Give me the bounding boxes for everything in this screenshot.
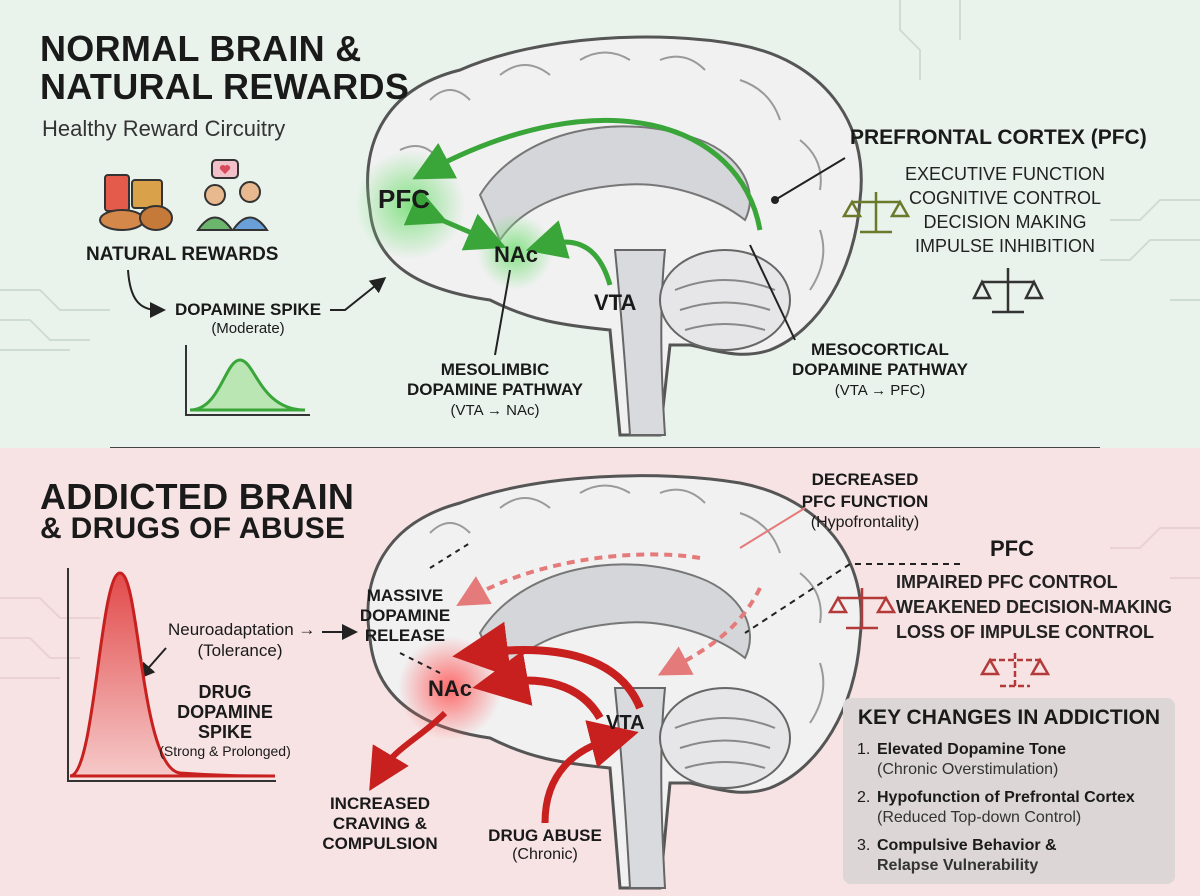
mesolimbic-pathway-arrow [525,220,613,286]
drug-spike-line2: DOPAMINE [177,702,273,722]
massive-line1: MASSIVE [366,586,444,605]
key-change-item: 3. Compulsive Behavior & Relapse Vulnerab… [857,836,1057,876]
addicted-vta-label: VTA [606,712,645,734]
key-change-heading: Hypofunction of Prefrontal Cortex [877,789,1135,806]
corpus-callosum [478,563,751,681]
circuit-decoration [0,527,1200,679]
decreased-note: (Hypofrontality) [810,514,920,531]
massive-release-arrow [452,621,644,710]
neuroadaptation-label: Neuroadaptation → [168,620,316,639]
dopamine-curve-icon [185,345,310,416]
circuit-decoration [0,0,1200,351]
normal-brain-panel: NORMAL BRAIN & NATURAL REWARDS Healthy R… [0,0,1200,448]
drug-abuse-arrow [541,720,639,824]
key-change-item: 1. Elevated Dopamine Tone (Chronic Overst… [857,740,1066,780]
social-connection-icon [196,159,269,231]
cerebellum [659,687,791,789]
drug-spike-note: (Strong & Prolonged) [159,743,291,759]
key-change-detail: (Reduced Top-down Control) [877,809,1082,826]
drug-spike-curve-icon [67,568,276,782]
normal-brain-graphics [0,0,1200,437]
normal-title-line1: NORMAL BRAIN & [40,28,362,69]
natural-rewards-label: NATURAL REWARDS [86,244,279,265]
pfc-label: PFC [378,184,430,214]
dopamine-spike-note: (Moderate) [211,320,285,337]
key-change-number: 1. [857,741,871,758]
key-change-detail: (Chronic Overstimulation) [877,761,1059,778]
pfc-impairment-item: LOSS OF IMPULSE CONTROL [896,622,1155,642]
mesolimbic-label-line1: MESOLIMBIC [440,360,550,379]
massive-release-arrow [472,650,604,721]
pfc-function-item: EXECUTIVE FUNCTION [904,164,1105,184]
key-change-number: 3. [857,837,871,854]
pfc-function-item: DECISION MAKING [923,212,1087,232]
dopamine-spike-label: DOPAMINE SPIKE [174,300,322,319]
natural-rewards-connector [127,269,166,318]
pfc-heading: PREFRONTAL CORTEX (PFC) [850,126,1147,149]
pfc-dashed-connector [744,563,960,634]
key-changes-title: KEY CHANGES IN ADDICTION [857,706,1161,729]
mesolimbic-label-line2: DOPAMINE PATHWAY [407,380,583,399]
craving-line2: CRAVING & [332,814,428,833]
food-drink-icon [99,174,173,231]
pfc-function-item: COGNITIVE CONTROL [908,188,1101,208]
brain-sagittal-view [366,35,863,437]
decreased-line1: DECREASED [811,470,919,489]
addicted-title-line2: & DRUGS OF ABUSE [40,512,346,545]
drug-spike-line3: SPIKE [197,722,253,742]
weakened-vta-pathway [657,587,762,676]
pfc-impairment-item: WEAKENED DECISION-MAKING [896,597,1173,617]
craving-arrow [369,710,448,792]
balance-scale-icon [827,588,897,630]
key-changes-box: KEY CHANGES IN ADDICTION 1. Elevated Dopa… [843,698,1175,884]
pfc-label-pointer [774,157,846,201]
pfc-impairment-item: IMPAIRED PFC CONTROL [896,572,1118,592]
massive-line2: DOPAMINE [359,606,451,625]
pfc-function-item: IMPULSE INHIBITION [914,236,1096,256]
key-change-heading: Elevated Dopamine Tone [877,741,1067,758]
balance-scale-icon [841,192,911,234]
normal-subtitle: Healthy Reward Circuitry [42,116,286,141]
key-change-number: 2. [857,789,871,806]
decreased-line2: PFC FUNCTION [801,492,929,511]
mesocortical-label-line2: DOPAMINE PATHWAY [792,360,968,379]
mesocortical-note: (VTA → PFC) [834,382,926,399]
normal-title-line2: NATURAL REWARDS [40,66,410,107]
craving-line3: COMPULSION [322,834,438,853]
mesocortical-pointer [749,244,796,341]
pfc-impairments-list: IMPAIRED PFC CONTROL WEAKENED DECISION-M… [896,570,1186,645]
addicted-nac-label: NAc [428,676,473,701]
vta-label: VTA [594,290,637,315]
tolerance-label: (Tolerance) [197,641,283,660]
balance-scale-icon [971,268,1045,314]
drug-spike-line1: DRUG [198,682,252,702]
pfc-nac-arrow [403,188,507,251]
mesocortical-label-line1: MESOCORTICAL [811,340,949,359]
drug-abuse-label: DRUG ABUSE [488,826,602,845]
spike-to-brain-connector [330,277,387,311]
broken-scale-icon [979,653,1051,688]
nac-label: NAc [494,242,539,267]
massive-line3: RELEASE [364,626,446,645]
mesolimbic-pointer [494,269,511,356]
corpus-callosum [478,125,751,243]
craving-line1: INCREASED [329,794,431,813]
drug-abuse-note: (Chronic) [512,846,578,863]
addicted-pfc-label: PFC [990,536,1034,561]
key-change-heading: Compulsive Behavior & [877,837,1057,854]
decreased-pointer [739,507,806,549]
mesolimbic-note: (VTA → NAc) [450,402,540,419]
cerebellum [659,249,791,351]
key-change-item: 2. Hypofunction of Prefrontal Cortex (Red… [857,788,1135,828]
key-change-detail: Relapse Vulnerability [877,857,1039,874]
addicted-brain-graphics [0,474,1200,890]
mesocortical-pathway-arrow [412,118,763,231]
pfc-functions-list: EXECUTIVE FUNCTION COGNITIVE CONTROL DEC… [900,162,1110,258]
addicted-title-line1: ADDICTED BRAIN [40,476,355,517]
